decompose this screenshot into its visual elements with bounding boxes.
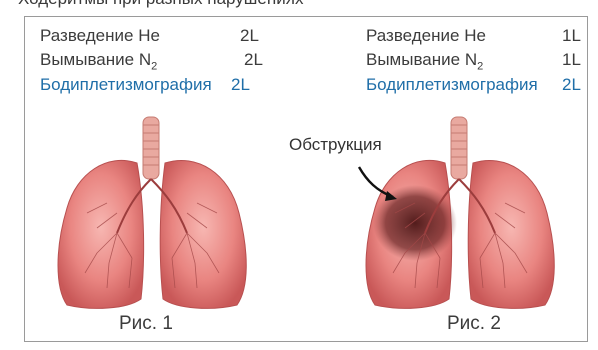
fig1-row-body: Бодиплетизмография 2L (40, 75, 212, 95)
fig2-row-body: Бодиплетизмография 2L (366, 75, 538, 95)
figure-2-panel: Разведение He 1L Вымывание N2 1L Бодипле… (307, 17, 589, 341)
fig2-caption: Рис. 2 (447, 313, 501, 335)
fig2-row-nitrogen-label: Вымывание N (366, 50, 477, 69)
fig2-row-nitrogen-value: 1L (562, 50, 581, 70)
fig2-row-helium: Разведение He 1L (366, 26, 486, 46)
header-cut-text: Ходеритмы при разных нарушениях (18, 0, 303, 9)
healthy-lungs-illustration (37, 113, 269, 313)
figure-1-panel: Разведение He 2L Вымывание N2 2L Бодипле… (25, 17, 307, 341)
fig1-row-body-label: Бодиплетизмография (40, 75, 212, 94)
figure-frame: Разведение He 2L Вымывание N2 2L Бодипле… (24, 16, 588, 342)
fig1-row-body-value: 2L (231, 75, 250, 95)
fig1-row-nitrogen-label: Вымывание N (40, 50, 151, 69)
fig2-row-nitrogen-sub: 2 (477, 60, 483, 72)
fig2-row-helium-label: Разведение He (366, 26, 486, 45)
fig1-row-helium-value: 2L (240, 26, 259, 46)
fig1-row-nitrogen-value: 2L (244, 50, 263, 70)
fig1-row-helium-label: Разведение He (40, 26, 160, 45)
fig2-row-helium-value: 1L (562, 26, 581, 46)
fig1-caption: Рис. 1 (119, 313, 173, 335)
fig1-row-helium: Разведение He 2L (40, 26, 160, 46)
fig1-row-nitrogen-sub: 2 (151, 60, 157, 72)
fig2-row-body-value: 2L (562, 75, 581, 95)
fig2-row-body-label: Бодиплетизмография (366, 75, 538, 94)
fig2-row-nitrogen: Вымывание N2 1L (366, 50, 483, 76)
obstructed-lungs-illustration (345, 113, 577, 313)
fig1-row-nitrogen: Вымывание N2 2L (40, 50, 157, 76)
